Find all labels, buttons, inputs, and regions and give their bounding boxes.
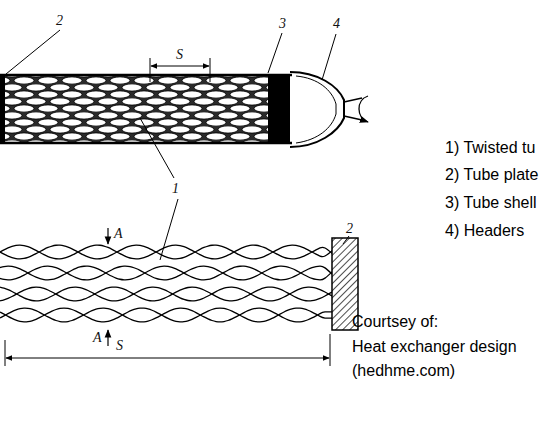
dimension-label: S <box>116 338 123 353</box>
top-bundle <box>0 30 368 178</box>
callout-number: 1 <box>172 181 179 196</box>
header-dome <box>296 76 336 143</box>
lower-bundle <box>0 199 358 366</box>
credit-note: Heat exchanger design <box>352 338 517 356</box>
dimension-line <box>6 358 329 359</box>
leader-line <box>6 30 60 74</box>
leader-line <box>343 236 349 244</box>
legend-note: 2) Tube plate <box>445 166 538 184</box>
callout-number: 2 <box>56 13 63 28</box>
extension-line <box>330 334 331 366</box>
twisted-tube <box>0 245 334 259</box>
callout-number: 3 <box>279 16 286 31</box>
section-label: A <box>114 226 123 241</box>
legend-note: 1) Twisted tu <box>445 139 535 157</box>
callout-number: 4 <box>333 16 340 31</box>
twisted-tube <box>0 287 334 301</box>
legend-note: 4) Headers <box>445 222 524 240</box>
callout-number: 2 <box>346 221 353 236</box>
section-arrow <box>107 330 108 346</box>
header-dome <box>290 72 344 147</box>
twisted-tube <box>0 266 334 280</box>
leader-line <box>160 199 178 260</box>
legend-note: 3) Tube shell <box>445 194 537 212</box>
tube-shell <box>0 74 292 77</box>
twisted-tube <box>0 266 334 280</box>
dimension-line <box>151 66 209 67</box>
twisted-tube <box>0 308 334 322</box>
tube-plate <box>268 75 290 143</box>
section-label: A <box>93 330 102 345</box>
flow-arrow <box>359 96 368 122</box>
leader-line <box>140 118 174 178</box>
tube-bundle <box>0 76 270 142</box>
tube-shell <box>0 142 292 145</box>
leader-line <box>268 33 282 73</box>
dimension-label: S <box>176 47 183 62</box>
twisted-tube <box>0 287 334 301</box>
twisted-tube <box>0 245 334 259</box>
credit-note: Courtsey of: <box>352 313 438 331</box>
extension-line <box>210 58 211 82</box>
twisted-tubes <box>0 245 334 322</box>
tube-plate <box>0 75 5 143</box>
section-arrow <box>107 228 108 244</box>
extension-line <box>150 58 151 82</box>
twisted-tube <box>0 308 334 322</box>
credit-note: (hedhme.com) <box>352 362 455 380</box>
leader-line <box>322 34 336 80</box>
extension-line <box>5 340 6 366</box>
